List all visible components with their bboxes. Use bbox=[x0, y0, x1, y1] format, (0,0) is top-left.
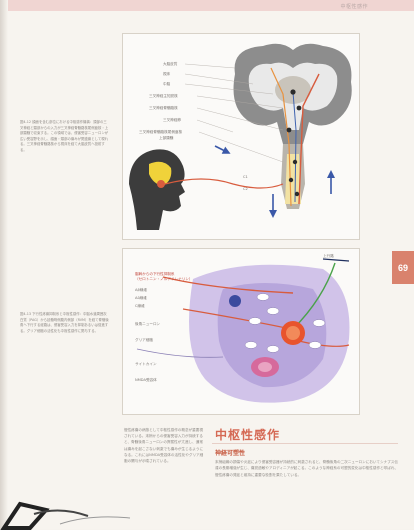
label-c-fiber: C線維 bbox=[135, 303, 145, 308]
label-main-sensory-nucleus: 三叉神経主知覚核 bbox=[149, 93, 178, 98]
page-number-tab: 69 bbox=[392, 251, 414, 284]
figure2-dorsal-horn-diagram: 脳幹からの下行性抑制系 （セロトニン・ノルアドレナリン） Aβ線維 Aδ線維 C… bbox=[122, 248, 360, 415]
head-silhouette bbox=[129, 149, 185, 230]
body-text-left: 慢性疼痛の病態として中枢性感作の概念が重要視されている。末梢からの侵害受容入力が… bbox=[124, 428, 204, 464]
label-trigeminal-ganglion: 三叉神経節 bbox=[163, 117, 181, 122]
top-bleed-band bbox=[0, 0, 414, 11]
label-c1: C1 bbox=[243, 175, 248, 179]
figure2-labels: 脳幹からの下行性抑制系 （セロトニン・ノルアドレナリン） Aβ線維 Aδ線維 C… bbox=[135, 253, 334, 382]
label-thalamus: 視床 bbox=[163, 71, 171, 76]
label-midbrain: 中脳 bbox=[163, 81, 171, 86]
section-title: 中枢性感作 bbox=[215, 428, 281, 442]
figure1-caption-text: 図4-12 顔面を含む部位における中枢感作機構：頭部の三叉神経と頸部からの入力が… bbox=[20, 120, 109, 152]
label-glia: グリア細胞 bbox=[135, 337, 153, 342]
figure2-caption: 図4-13 下行性疼痛抑制系と中枢性感作：中脳水道周囲灰白質（PAG）から延髄吻… bbox=[20, 312, 110, 334]
label-upper-cervical: 上部頸髄 bbox=[159, 135, 174, 140]
section-subhead: 神経可塑性 bbox=[215, 450, 246, 457]
nucleus-dots bbox=[286, 89, 302, 197]
label-serotonin-noradrenaline: （セロトニン・ノルアドレナリン） bbox=[135, 276, 193, 281]
small-cells bbox=[244, 293, 326, 353]
label-caudal-subnucleus: 三叉神経脊髄路核尾側亜核 bbox=[139, 129, 183, 134]
label-descending-inhibition: 脳幹からの下行性抑制系 bbox=[135, 271, 175, 276]
brain-section bbox=[233, 43, 352, 209]
figure1-labels: 大脳皮質 視床 中脳 三叉神経主知覚核 三叉神経脊髄路核 三叉神経節 三叉神経脊… bbox=[139, 61, 284, 191]
figure1-trigeminal-diagram: 大脳皮質 視床 中脳 三叉神経主知覚核 三叉神経脊髄路核 三叉神経節 三叉神経脊… bbox=[122, 33, 360, 240]
section-divider bbox=[212, 443, 398, 444]
figure1-svg: 大脳皮質 視床 中脳 三叉神経主知覚核 三叉神経脊髄路核 三叉神経節 三叉神経脊… bbox=[129, 43, 352, 230]
gutter-shadow bbox=[0, 0, 8, 529]
body-text-right: 末梢組織の損傷や炎症により侵害受容器が持続的に刺激されると、脊髄後角の二次ニュー… bbox=[215, 460, 399, 477]
figure2-svg: 脳幹からの下行性抑制系 （セロトニン・ノルアドレナリン） Aβ線維 Aδ線維 C… bbox=[135, 253, 350, 403]
label-c2: C2 bbox=[243, 187, 248, 191]
label-cytokine: サイトカイン bbox=[135, 361, 157, 366]
figure2-caption-text: 図4-13 下行性疼痛抑制系と中枢性感作：中脳水道周囲灰白質（PAG）から延髄吻… bbox=[20, 312, 109, 333]
label-nmda-receptor: NMDA受容体 bbox=[135, 377, 157, 382]
label-a-delta: Aδ線維 bbox=[135, 295, 147, 300]
figure1-caption: 図4-12 顔面を含む部位における中枢感作機構：頭部の三叉神経と頸部からの入力が… bbox=[20, 120, 110, 154]
running-head: 中枢性感作 bbox=[340, 4, 368, 10]
label-dorsal-horn-neuron: 後角ニューロン bbox=[135, 321, 161, 326]
watermark-stamp bbox=[0, 501, 131, 530]
label-spinal-nucleus: 三叉神経脊髄路核 bbox=[149, 105, 178, 110]
label-cortex: 大脳皮質 bbox=[163, 61, 178, 66]
label-ascending-tract: 上行路 bbox=[323, 253, 334, 258]
label-a-beta: Aβ線維 bbox=[135, 287, 147, 292]
